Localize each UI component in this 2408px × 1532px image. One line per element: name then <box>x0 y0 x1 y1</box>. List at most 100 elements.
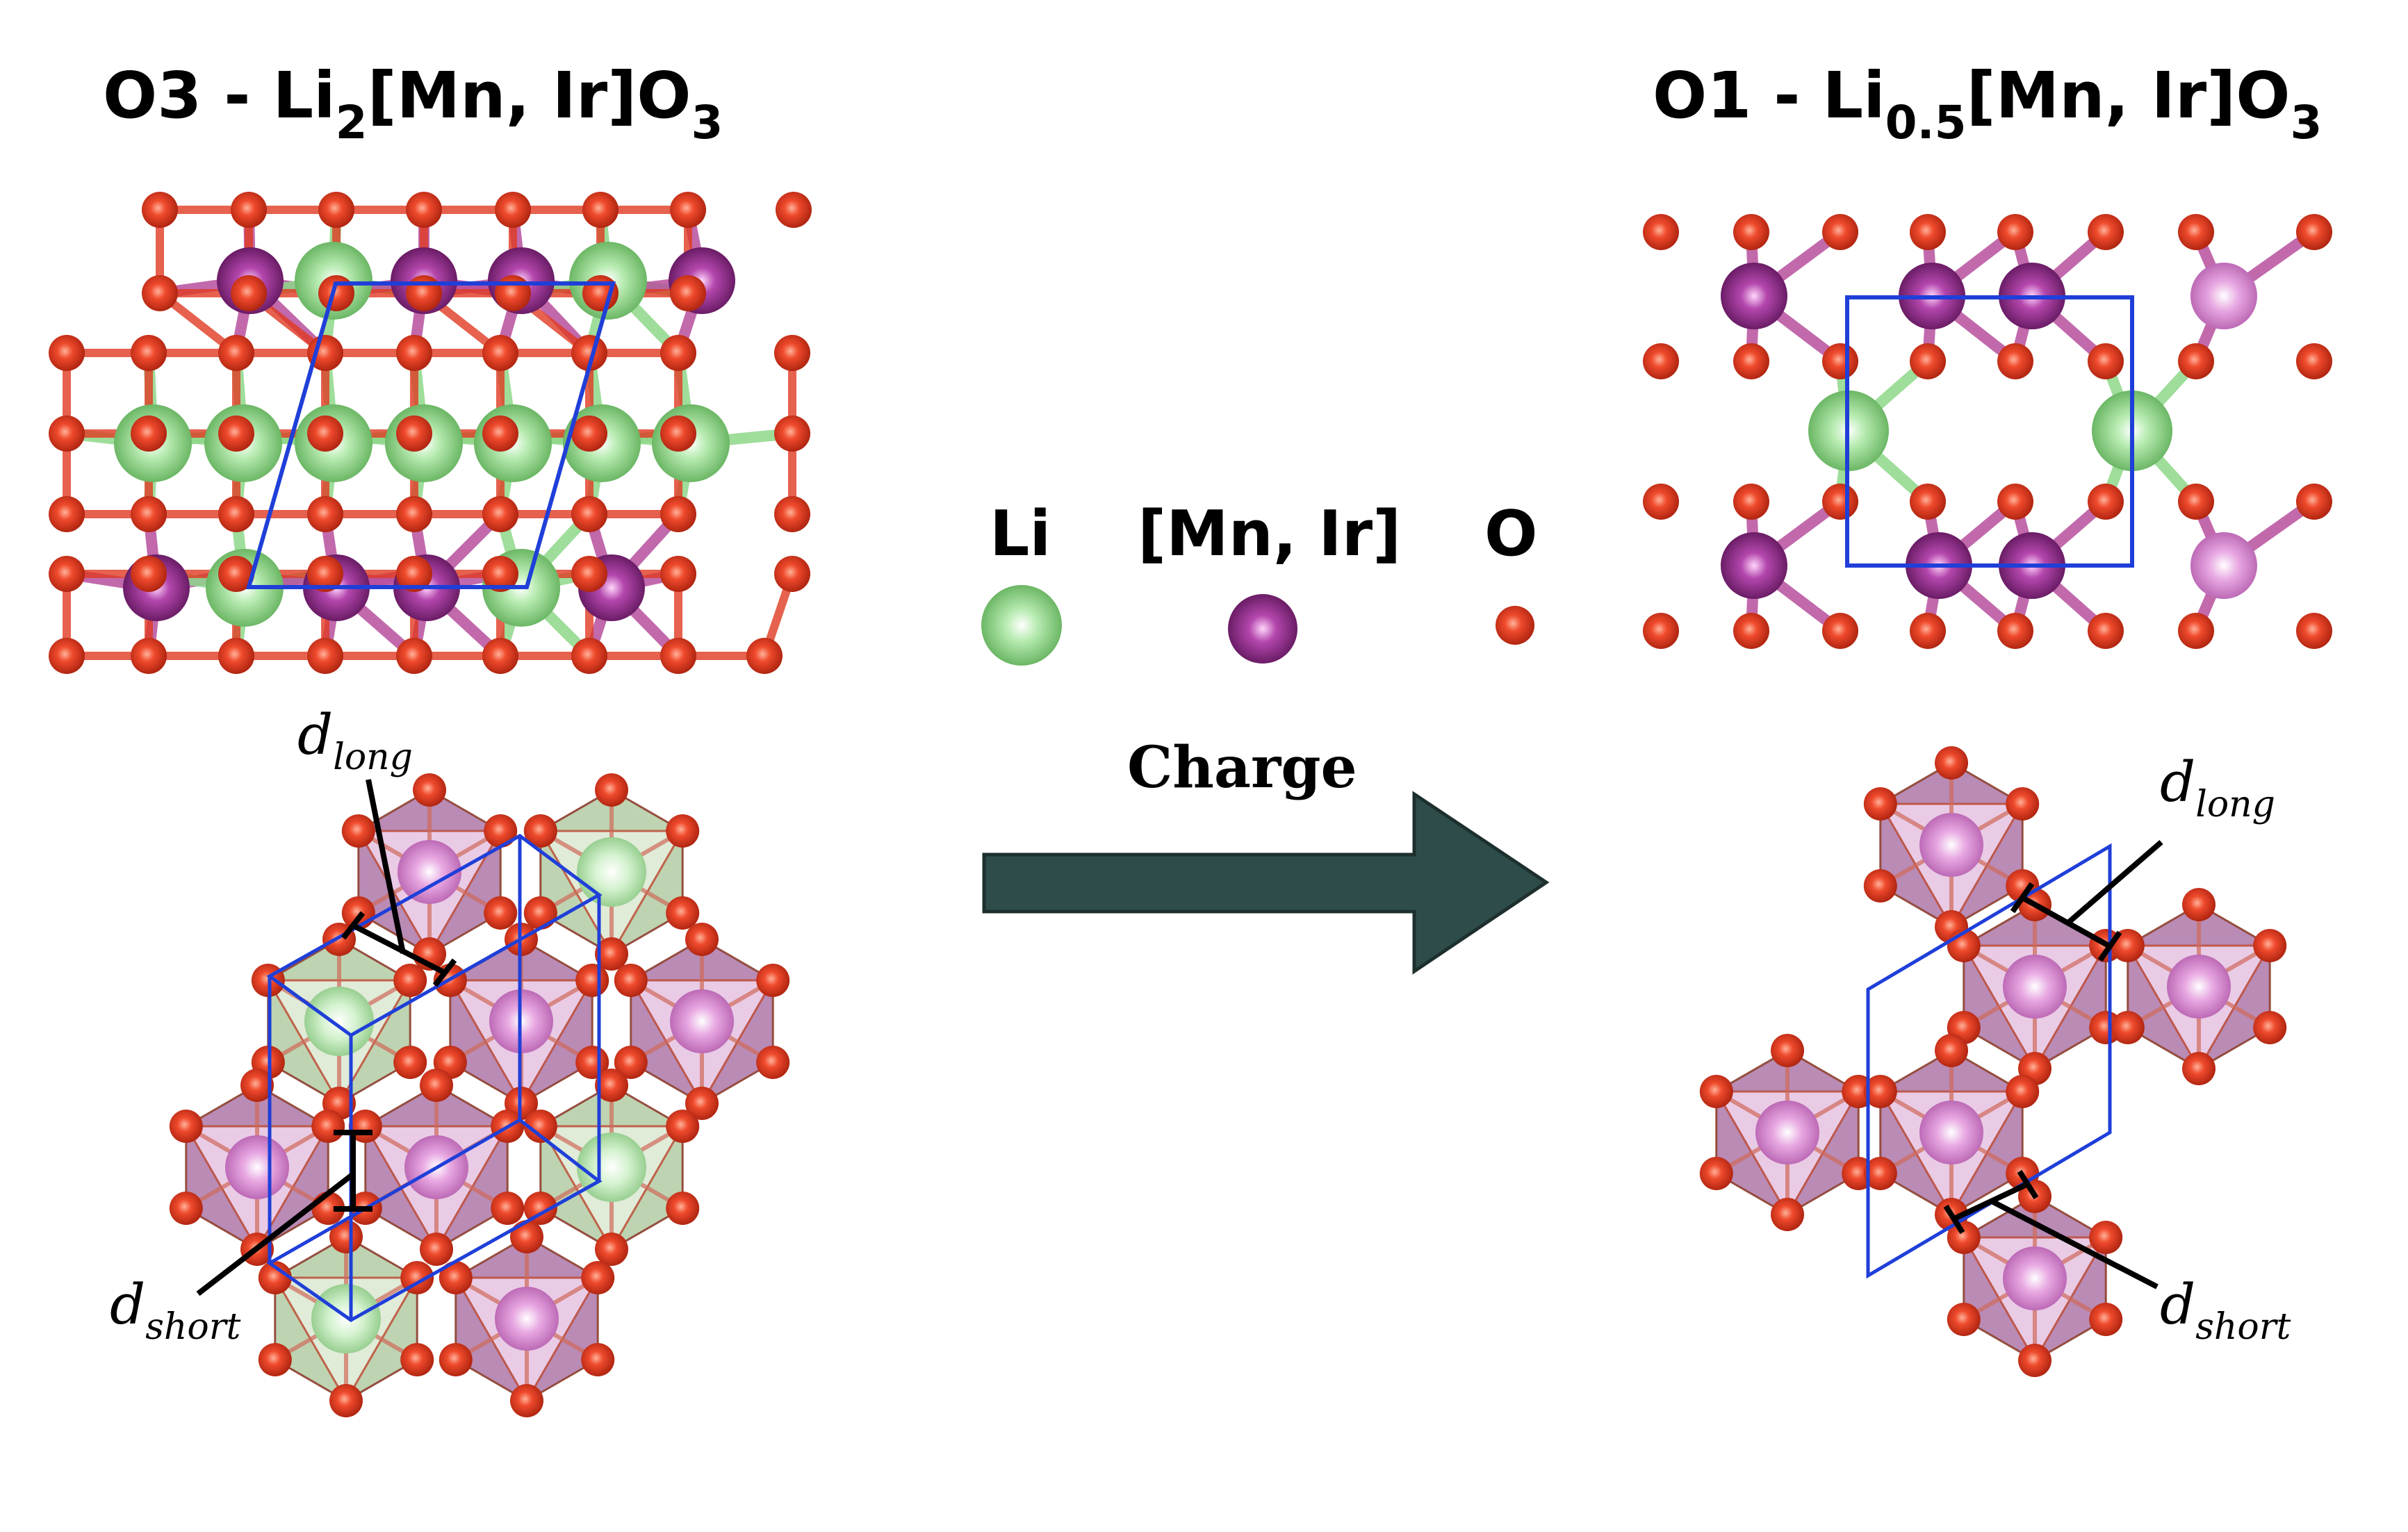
o-atom <box>142 275 178 311</box>
o-atom <box>1822 613 1858 649</box>
o-atom <box>1997 613 2033 649</box>
o-atom <box>1771 1198 1804 1231</box>
o-atom <box>142 192 178 228</box>
o-atom <box>318 275 354 311</box>
o-atom <box>1997 343 2033 379</box>
o-atom <box>1822 214 1858 250</box>
o-atom <box>2296 214 2332 250</box>
o-atom <box>307 556 343 592</box>
o-atom <box>571 415 607 452</box>
o-atom <box>1643 613 1679 649</box>
o-atom <box>523 1192 557 1225</box>
o-atom <box>571 496 607 532</box>
o-atom <box>2178 484 2214 520</box>
o-atom <box>571 335 607 371</box>
o-atom <box>406 275 442 311</box>
o-atom <box>258 1343 292 1376</box>
right-d-long-label: dlong <box>2160 750 2275 825</box>
o-atom <box>571 556 607 592</box>
o-atom <box>329 1220 363 1253</box>
o-atom <box>2178 613 2214 649</box>
o-atom <box>240 1069 274 1102</box>
o-atom <box>49 556 85 592</box>
o-atom <box>49 335 85 371</box>
o-atom <box>258 1261 292 1294</box>
o3-top-view <box>169 773 790 1417</box>
tm-atom <box>670 989 734 1053</box>
o-atom <box>1935 746 1968 780</box>
o-atom <box>218 556 254 592</box>
legend-o-sphere <box>1496 606 1534 645</box>
o-atom <box>49 638 85 674</box>
o3-unit-cell-side <box>246 281 616 589</box>
legend-label-mn-ir: [Mn, Ir] <box>1138 497 1402 570</box>
o-atom <box>231 192 267 228</box>
o-atom <box>1733 214 1769 250</box>
tm-atom <box>398 840 461 904</box>
charge-label: Charge <box>1127 734 1357 801</box>
o-atom <box>571 638 607 674</box>
o-atom <box>1733 484 1769 520</box>
o-atom <box>1771 1034 1804 1067</box>
o1-d-short-marker <box>1943 1169 2159 1290</box>
o-atom <box>2296 343 2332 379</box>
o-atom <box>776 192 812 228</box>
o-atom <box>131 638 167 674</box>
legend-li-sphere <box>981 585 1062 666</box>
tm-atom <box>1919 813 1983 877</box>
o-atom <box>491 1192 525 1225</box>
o-atom <box>439 1343 473 1376</box>
o-atom <box>318 192 354 228</box>
tm-atom <box>1919 1101 1983 1164</box>
right-title: O1 - Li0.5[Mn, Ir]O3 <box>1653 58 2323 149</box>
o-atom <box>484 814 518 848</box>
o-atom <box>396 335 432 371</box>
tm-atom <box>1721 263 1787 329</box>
o-atom <box>1910 343 1946 379</box>
o-atom <box>582 275 619 311</box>
o-atom <box>575 964 609 997</box>
o-atom <box>393 1046 427 1079</box>
o-atom <box>2089 1303 2123 1336</box>
o-atom <box>2178 214 2214 250</box>
o-atom <box>329 1384 363 1417</box>
o-atom <box>2088 214 2124 250</box>
o-atom <box>523 1110 557 1143</box>
o-atom <box>595 937 628 971</box>
o-atom <box>2178 343 2214 379</box>
o-atom <box>774 556 810 592</box>
o-atom <box>666 814 700 848</box>
left-d-long-label: dlong <box>297 702 413 778</box>
o-atom <box>400 1343 434 1376</box>
o-atom <box>660 496 696 532</box>
li-atom <box>577 1132 646 1202</box>
o-atom <box>396 496 432 532</box>
left-d-short-label: dshort <box>110 1272 241 1348</box>
o-atom <box>660 335 696 371</box>
o-atom <box>1643 484 1679 520</box>
o1-top-view <box>1699 746 2287 1377</box>
o-atom <box>495 275 531 311</box>
o-atom <box>131 556 167 592</box>
o-atom <box>396 415 432 452</box>
o-atom <box>660 638 696 674</box>
o-atom <box>666 1110 700 1143</box>
left-title: O3 - Li2[Mn, Ir]O3 <box>103 58 723 149</box>
o-atom <box>614 1046 648 1079</box>
legend-label-li: Li <box>990 497 1051 570</box>
tm-atom <box>2003 1246 2067 1310</box>
o-atom <box>439 1261 473 1294</box>
tm-atom <box>2190 532 2257 599</box>
o-atom <box>1863 1157 1897 1190</box>
o-atom <box>420 1233 453 1266</box>
o-atom <box>2018 1344 2051 1377</box>
o-atom <box>307 415 343 452</box>
o-atom <box>2253 1011 2287 1044</box>
o-atom <box>1947 1221 1981 1254</box>
o-atom <box>660 415 696 452</box>
o-atom <box>218 638 254 674</box>
o-atom <box>49 496 85 532</box>
o-atom <box>420 1069 453 1102</box>
o-atom <box>2088 484 2124 520</box>
